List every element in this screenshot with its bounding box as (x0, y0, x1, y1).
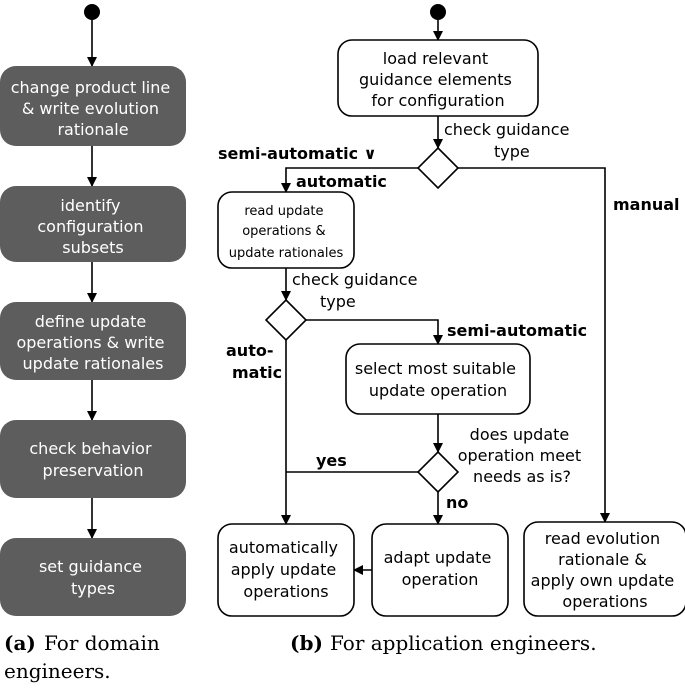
meets-needs-question: needs as is? (473, 467, 571, 486)
svg-text:read update operations &: read update operations & update rational… (229, 204, 344, 261)
check-guidance-type-2-label: check guidance (292, 270, 417, 289)
check-guidance-type-1-label: check guidance (444, 120, 569, 139)
app-edge-decision2-semi (306, 319, 443, 345)
no-label: no (446, 493, 468, 512)
svg-text:check behavior preservat: check behavior preservation (29, 439, 156, 480)
meets-needs-question: operation meet (458, 446, 581, 465)
app-start-node (430, 4, 446, 20)
select-update-line: update operation (369, 381, 507, 400)
domain-step-5-line: set guidance (39, 557, 142, 576)
select-update-line: select most suitable (355, 359, 516, 378)
auto-apply-line: operations (243, 582, 328, 601)
read-update-line: operations & (242, 224, 325, 239)
read-evolution-line: apply own update (531, 571, 675, 590)
read-evolution-line: read evolution (545, 529, 660, 548)
domain-step-5-line: types (71, 579, 115, 598)
domain-step-4-line: preservation (43, 461, 144, 480)
svg-text:check guidance type: check guidance type (292, 270, 423, 311)
auto-apply-line: automatically (229, 538, 338, 557)
domain-step-2-line: subsets (62, 238, 123, 257)
automatic-label: auto- (226, 341, 273, 360)
check-guidance-type-2-label: type (320, 292, 356, 311)
meets-needs-question: does update (470, 425, 570, 444)
svg-text:select most suitable upd: select most suitable update operation (355, 359, 521, 400)
svg-text:(b) For application engi: (b) For application engineers. (290, 631, 597, 655)
read-update-line: update rationales (229, 246, 344, 261)
domain-step-4 (0, 420, 186, 498)
domain-step-3-line: update rationales (23, 354, 164, 373)
domain-step-3-line: operations & write (16, 333, 164, 352)
decision-guidance-type-1 (416, 146, 460, 190)
svg-text:check guidance type: check guidance type (444, 120, 575, 161)
caption-b: (b) For application engineers. (290, 631, 597, 655)
caption-a-text: engineers. (4, 659, 111, 683)
domain-step-2-line: identify (60, 196, 120, 215)
domain-step-5 (0, 538, 186, 616)
domain-step-2-line: configuration (37, 217, 143, 236)
select-update-operation-box (345, 343, 531, 415)
yes-label: yes (316, 451, 347, 470)
domain-step-2 (0, 186, 186, 262)
domain-start-node (84, 4, 100, 20)
read-evolution-box (523, 521, 685, 617)
caption-b-text: For application engineers. (330, 631, 597, 655)
svg-text:read evolution rationale: read evolution rationale & apply own upd… (531, 529, 680, 611)
read-evolution-line: operations (562, 592, 647, 611)
load-guidance-line: for configuration (371, 91, 504, 110)
decision-meets-needs (416, 450, 460, 494)
svg-text:does update operation me: does update operation meet needs as is? (458, 425, 587, 486)
caption-b-tag: (b) (290, 631, 323, 655)
caption-a: (a) For domain engineers. (4, 631, 166, 683)
domain-step-3 (0, 302, 186, 380)
check-guidance-type-1-label: type (494, 142, 530, 161)
caption-a-tag: (a) (4, 631, 36, 655)
svg-text:define update operations: define update operations & write update … (16, 312, 169, 373)
auto-apply-line: apply update (231, 560, 337, 579)
caption-a-text: For domain (44, 631, 160, 655)
domain-step-1-line: & write evolution (22, 99, 159, 118)
svg-text:automatically apply upda: automatically apply update operations (229, 538, 343, 601)
svg-text:auto- matic: auto- matic (226, 341, 282, 382)
svg-text:set guidance types: set guidance types (39, 557, 147, 598)
adapt-update-line: adapt update (384, 548, 492, 567)
app-edge-decision1-read (281, 167, 418, 193)
semi-or-auto-label: semi-automatic ∨ automatic (218, 144, 387, 191)
app-edge-decision1-manual (458, 167, 610, 523)
domain-step-1-line: change product line (11, 78, 170, 97)
load-guidance-line: load relevant (383, 49, 488, 68)
load-guidance-line: guidance elements (359, 70, 512, 89)
semi-automatic-label: semi-automatic (447, 321, 587, 340)
svg-text:change product line & wr: change product line & write evolution ra… (11, 78, 176, 139)
svg-text:adapt update operation: adapt update operation (384, 548, 497, 589)
read-update-line: read update (244, 204, 323, 219)
domain-step-1 (0, 66, 186, 146)
application-engineer-workflow: load relevant guidance elements for conf… (217, 4, 685, 617)
domain-step-4-line: check behavior (29, 439, 152, 458)
read-evolution-line: rationale & (558, 550, 647, 569)
manual-label: manual (613, 195, 680, 214)
automatic-label: matic (232, 363, 282, 382)
domain-step-1-line: rationale (57, 120, 128, 139)
svg-text:identify configuration: identify configuration subsets (37, 196, 148, 257)
svg-text:(a) For domain en: (a) For domain engineers. (4, 631, 166, 683)
domain-engineer-workflow: change product line & write evolution ra… (0, 4, 186, 616)
decision-guidance-type-2 (264, 298, 308, 342)
adapt-update-line: operation (402, 570, 479, 589)
svg-text:load relevant guidance e: load relevant guidance elements for conf… (359, 49, 517, 110)
domain-step-3-line: define update (35, 312, 147, 331)
